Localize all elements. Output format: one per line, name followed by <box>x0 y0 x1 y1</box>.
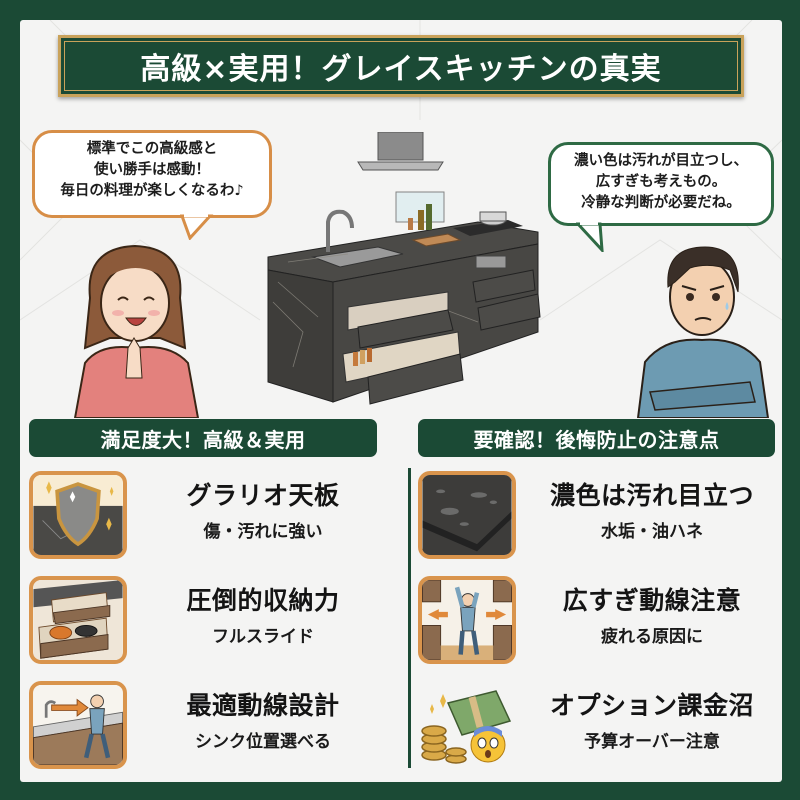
bubble-line: 使い勝手は感動！ <box>94 162 210 178</box>
bubble-line: 標準でこの高級感と <box>86 141 218 157</box>
item-subtitle: 傷・汚れに強い <box>203 522 323 542</box>
drawer-storage-icon <box>29 576 127 664</box>
section-header-cons: 要確認！後悔防止の注意点 <box>418 419 775 457</box>
bubble-line: 毎日の料理が楽しくなるわ♪ <box>60 183 244 199</box>
pros-item: 最適動線設計 シンク位置選べる <box>25 675 385 773</box>
bubble-line: 濃い色は汚れが目立つし、 <box>574 153 748 169</box>
bubble-line: 広すぎも考えもの。 <box>595 174 727 190</box>
walking-kitchen-icon <box>29 681 127 769</box>
water-spots-countertop-icon <box>418 471 516 559</box>
cons-item: オプション課金沼 予算オーバー注意 <box>414 675 774 773</box>
pros-item: グラリオ天板 傷・汚れに強い <box>25 465 385 563</box>
page-title: 高級×実用！グレイスキッチンの真実 <box>140 52 662 87</box>
infographic-frame: 高級×実用！グレイスキッチンの真実 標準でこの高級感と 使い勝手は感動！ 毎日の… <box>20 20 782 782</box>
bubble-tail-left <box>180 214 214 240</box>
kitchen-island-illustration <box>267 132 541 405</box>
column-divider <box>408 468 411 768</box>
item-title: 圧倒的収納力 <box>186 586 340 615</box>
item-title: グラリオ天板 <box>186 481 340 510</box>
item-subtitle: フルスライド <box>212 627 314 647</box>
item-title: 最適動線設計 <box>186 691 340 720</box>
item-subtitle: 水垢・油ハネ <box>601 522 703 542</box>
stretching-man-wide-kitchen-icon <box>418 576 516 664</box>
item-title: オプション課金沼 <box>549 691 754 720</box>
bubble-line: 冷静な判断が必要だね。 <box>581 195 741 211</box>
speech-bubble-man: 濃い色は汚れが目立つし、 広すぎも考えもの。 冷静な判断が必要だね。 <box>548 142 774 226</box>
item-subtitle: シンク位置選べる <box>195 732 331 752</box>
title-banner: 高級×実用！グレイスキッチンの真実 <box>58 35 744 97</box>
cons-item: 濃色は汚れ目立つ 水垢・油ハネ <box>414 465 774 563</box>
man-character <box>636 246 770 418</box>
speech-bubble-woman: 標準でこの高級感と 使い勝手は感動！ 毎日の料理が楽しくなるわ♪ <box>32 130 272 218</box>
shield-countertop-icon <box>29 471 127 559</box>
woman-character <box>73 244 200 418</box>
item-title: 濃色は汚れ目立つ <box>549 481 754 510</box>
bubble-tail-right <box>576 222 604 252</box>
item-title: 広すぎ動線注意 <box>562 586 742 615</box>
money-shock-icon <box>418 681 516 769</box>
pros-item: 圧倒的収納力 フルスライド <box>25 570 385 668</box>
cons-item: 広すぎ動線注意 疲れる原因に <box>414 570 774 668</box>
item-subtitle: 予算オーバー注意 <box>584 732 720 752</box>
section-header-pros: 満足度大！高級＆実用 <box>29 419 377 457</box>
item-subtitle: 疲れる原因に <box>601 627 703 647</box>
